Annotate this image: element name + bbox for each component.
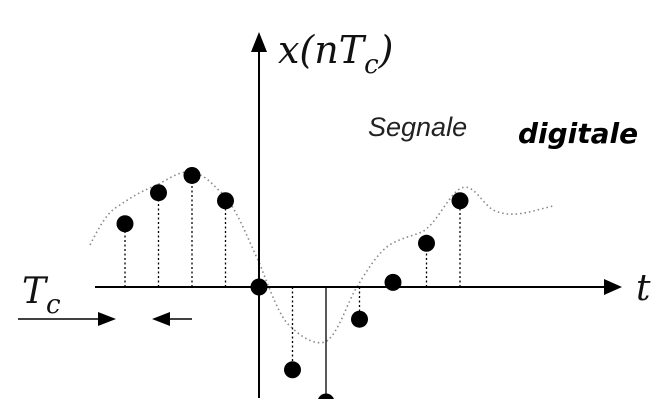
sample-dot-8 — [384, 273, 402, 291]
period-label: Tc — [22, 271, 61, 320]
y-axis-label-subscript: c — [364, 50, 379, 80]
sample-dot-1 — [150, 184, 167, 202]
sample-dot-6 — [318, 393, 334, 399]
period-label-subscript: c — [46, 290, 61, 320]
samples-layer — [116, 166, 469, 399]
sample-dot-7 — [351, 310, 368, 328]
period-arrow-right-head — [152, 312, 170, 326]
sample-dot-9 — [418, 234, 435, 252]
sample-dot-10 — [451, 192, 469, 210]
sample-dot-3 — [217, 192, 234, 210]
sample-dot-4 — [250, 278, 268, 296]
sample-dot-2 — [183, 166, 201, 184]
sample-dot-0 — [116, 215, 134, 233]
sample-dot-5 — [284, 361, 301, 379]
title-digitale: digitale — [518, 117, 638, 150]
x-axis-arrowhead — [604, 279, 622, 295]
y-axis-label: x(nTc) — [278, 28, 393, 80]
title-segnale: Segnale — [368, 112, 467, 142]
y-axis-arrowhead — [251, 32, 267, 52]
x-axis-label: t — [636, 268, 651, 309]
period-arrow-left-head — [98, 312, 116, 326]
